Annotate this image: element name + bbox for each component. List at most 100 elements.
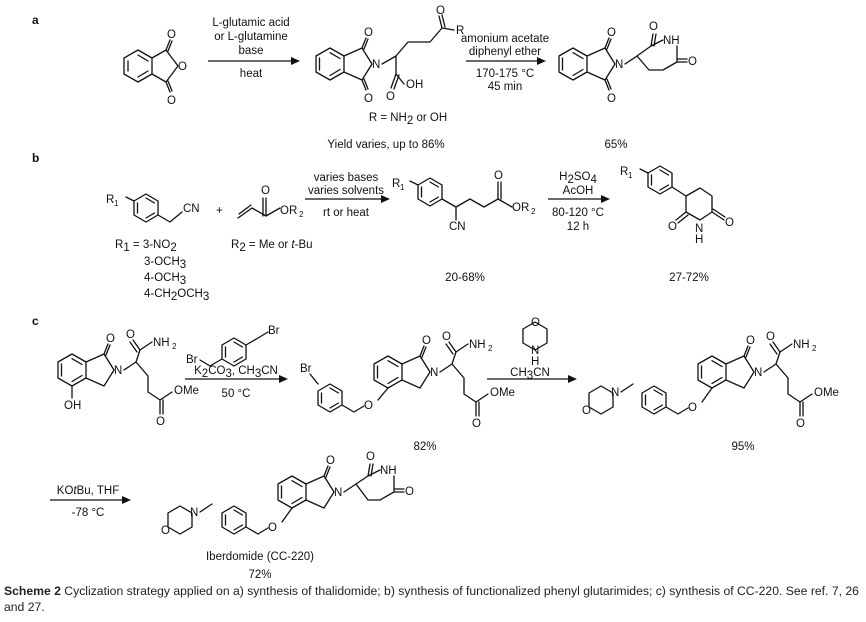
phenylacetonitrile-structure: R 1 CN	[106, 193, 200, 223]
thalidomide-structure: O O N O NH O	[558, 21, 697, 105]
svg-text:R: R	[620, 166, 628, 178]
svg-text:O: O	[364, 93, 373, 105]
reagent-a2-line1: amonium acetate	[461, 33, 549, 45]
reaction-arrow-b1	[305, 195, 390, 203]
svg-text:1: 1	[628, 171, 633, 180]
svg-text:R: R	[456, 25, 464, 37]
svg-text:O: O	[725, 217, 734, 229]
svg-text:OR: OR	[280, 205, 297, 217]
reaction-arrow-c2	[487, 375, 577, 383]
svg-text:O: O	[405, 486, 414, 498]
svg-text:O: O	[178, 61, 187, 73]
svg-text:O: O	[436, 5, 445, 17]
reagent-a2-line3: 170-175 °C	[476, 68, 534, 80]
r-definition: R = NH2 or OH	[369, 112, 447, 127]
svg-text:NH: NH	[793, 339, 810, 351]
svg-text:R: R	[392, 178, 400, 190]
svg-text:OMe: OMe	[174, 385, 199, 397]
svg-text:O: O	[688, 56, 697, 68]
reaction-arrow-c3	[50, 496, 131, 504]
svg-text:NH: NH	[663, 35, 680, 47]
plus-sign: +	[216, 205, 223, 217]
reaction-arrow-b2	[548, 195, 610, 203]
reagent-a1-line2: or L-glutamine	[214, 31, 288, 43]
svg-text:OH: OH	[64, 400, 81, 412]
svg-text:2: 2	[488, 344, 493, 353]
reagent-b1-line1: varies bases	[314, 172, 379, 184]
svg-text:O: O	[472, 418, 481, 430]
svg-text:N: N	[611, 387, 619, 399]
phthaloyl-glutamic-structure: O O N O R O OH	[315, 5, 464, 105]
svg-text:O: O	[442, 331, 451, 343]
svg-text:Br: Br	[186, 354, 198, 366]
panel-label-a: a	[32, 13, 39, 27]
bromobenzyl-ether-structure: Br O O N O NH 2 O OMe	[300, 331, 515, 430]
r2-definition: R2 = Me or t-Bu	[231, 239, 313, 254]
reagent-b1-line2: varies solvents	[308, 185, 384, 197]
reagent-c1-line1: K2CO3, CH3CN	[194, 365, 278, 380]
svg-text:OMe: OMe	[490, 387, 515, 399]
svg-text:N: N	[372, 59, 380, 71]
svg-text:H: H	[695, 234, 703, 246]
yield-a1: Yield varies, up to 86%	[327, 139, 444, 151]
reaction-arrow-a1	[208, 57, 300, 65]
yield-b2: 27-72%	[669, 272, 709, 284]
reagent-c2-solvent: CH3CN	[510, 367, 550, 382]
reagent-c1-line2: 50 °C	[222, 388, 251, 400]
svg-text:CN: CN	[449, 221, 466, 233]
reagent-a2-line4: 45 min	[488, 81, 523, 93]
svg-text:O: O	[607, 27, 616, 39]
reagent-b2-line1: H2SO4	[559, 171, 597, 186]
panel-label-b: b	[32, 151, 39, 165]
morpholino-intermediate-structure: O N O O N O NH 2 O OMe	[582, 331, 839, 430]
svg-text:O: O	[156, 416, 165, 428]
svg-text:Br: Br	[300, 363, 312, 375]
svg-text:O: O	[161, 525, 170, 537]
svg-text:O: O	[167, 29, 176, 41]
svg-text:O: O	[766, 331, 775, 343]
reagent-a1-line4: heat	[240, 68, 263, 80]
product-name: Iberdomide (CC-220)	[206, 551, 314, 563]
svg-text:OH: OH	[406, 79, 423, 91]
caption-label: Scheme 2	[4, 584, 61, 598]
svg-text:O: O	[649, 21, 658, 33]
svg-text:O: O	[326, 455, 335, 467]
svg-text:O: O	[268, 522, 277, 534]
reagent-b2-line4: 12 h	[567, 221, 589, 233]
panel-label-c: c	[32, 314, 39, 328]
morpholine-reagent-structure: O N H	[522, 317, 548, 368]
reaction-arrow-a2	[466, 57, 546, 65]
yield-b1: 20-68%	[445, 272, 485, 284]
yield-c3: 72%	[248, 569, 271, 580]
svg-text:2: 2	[812, 344, 817, 353]
svg-text:O: O	[582, 405, 591, 417]
svg-text:OMe: OMe	[814, 387, 839, 399]
yield-c2: 95%	[731, 441, 754, 453]
svg-text:O: O	[668, 221, 677, 233]
svg-text:1: 1	[400, 183, 405, 192]
svg-text:N: N	[695, 223, 703, 235]
svg-text:N: N	[190, 507, 198, 519]
svg-text:NH: NH	[380, 465, 397, 477]
svg-text:O: O	[494, 170, 503, 182]
reagent-a1-line1: L-glutamic acid	[212, 17, 289, 29]
reagent-b1-line3: rt or heat	[323, 207, 370, 219]
svg-text:O: O	[796, 418, 805, 430]
svg-text:O: O	[607, 93, 616, 105]
reaction-arrow-c1	[185, 375, 288, 383]
svg-text:2: 2	[172, 342, 177, 351]
caption-text: Cyclization strategy applied on a) synth…	[4, 584, 859, 614]
svg-text:1: 1	[114, 199, 119, 208]
dibromoxylene-structure: Br Br	[186, 325, 280, 367]
svg-text:Br: Br	[268, 325, 280, 337]
svg-text:O: O	[126, 329, 135, 341]
svg-text:2: 2	[299, 210, 304, 219]
svg-text:O: O	[386, 91, 395, 103]
svg-text:O: O	[688, 402, 697, 414]
reagent-a1-line3: base	[239, 45, 264, 57]
r1-item-4-ch2och3: 4-CH2OCH3	[144, 288, 209, 303]
svg-text:N: N	[430, 367, 438, 379]
svg-text:NH: NH	[153, 337, 170, 349]
reagent-c3-line1: KOtBu, THF	[57, 485, 119, 497]
reagent-b2-line3: 80-120 °C	[552, 207, 604, 219]
